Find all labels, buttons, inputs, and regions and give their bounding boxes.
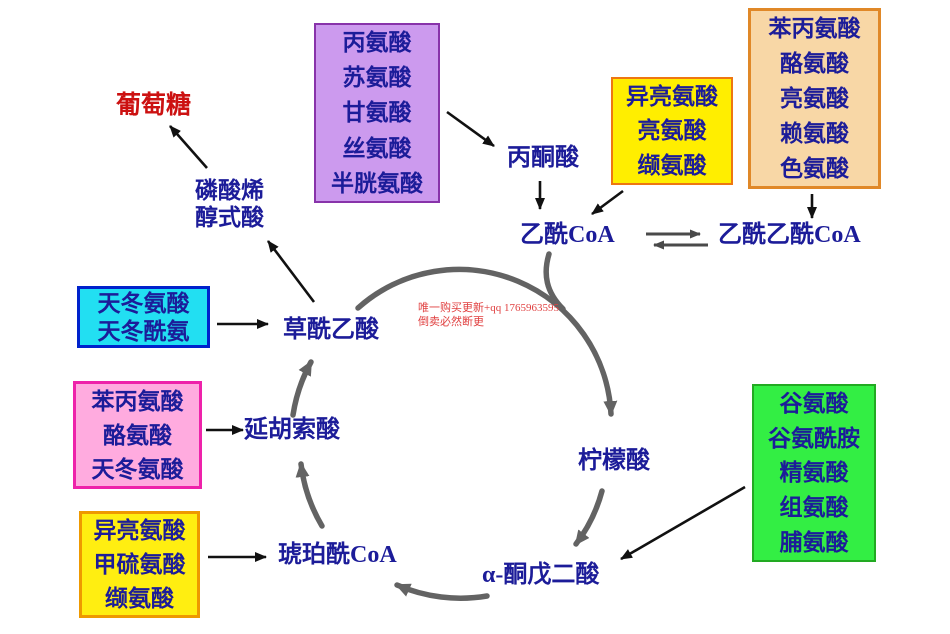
amino-box-fumarate-group: 苯丙氨酸 酪氨酸 天冬氨酸 <box>73 381 202 489</box>
amino-item: 苯丙氨酸 <box>91 388 184 414</box>
amino-box-acetylcoa-group: 异亮氨酸 亮氨酸 缬氨酸 <box>611 77 733 185</box>
cycle-arc-fumarate-to-oxaloacetate <box>290 359 314 418</box>
node-pep-line1: 磷酸烯 <box>195 178 264 203</box>
cycle-branch-acetylcoa <box>543 251 566 312</box>
node-pep: 磷酸烯 醇式酸 <box>195 177 264 231</box>
node-pyruvate: 丙酮酸 <box>507 145 579 171</box>
node-fumarate: 延胡索酸 <box>244 417 340 443</box>
amino-item: 苏氨酸 <box>342 65 412 91</box>
amino-box-succinylcoa-group: 异亮氨酸 甲硫氨酸 缬氨酸 <box>79 511 200 618</box>
node-acetyl-coa: 乙酰CoA <box>520 222 615 248</box>
amino-item: 天冬酰氨 <box>97 318 190 344</box>
watermark-line2: 倒卖必然断更 <box>418 316 484 328</box>
reaction-arrows <box>169 110 817 562</box>
amino-item: 丙氨酸 <box>342 30 412 56</box>
node-glucose: 葡萄糖 <box>116 92 192 119</box>
amino-box-pyruvate-group: 丙氨酸 苏氨酸 甘氨酸 丝氨酸 半胱氨酸 <box>314 23 440 203</box>
amino-item: 丝氨酸 <box>342 135 412 161</box>
amino-item: 亮氨酸 <box>780 86 849 111</box>
amino-item: 苯丙氨酸 <box>768 16 861 41</box>
amino-item: 色氨酸 <box>780 156 849 181</box>
amino-item: 酪氨酸 <box>780 51 849 76</box>
amino-item: 缬氨酸 <box>105 585 174 611</box>
amino-box-oxaloacetate-group: 天冬氨酸 天冬酰氨 <box>77 286 210 348</box>
amino-item: 组氨酸 <box>779 495 849 521</box>
amino-item: 谷氨酸 <box>779 390 849 416</box>
cycle-arc-oxaloacetate-to-citrate <box>355 266 618 417</box>
tca-cycle-circle <box>290 251 618 601</box>
cycle-arc-succinylcoa-to-fumarate <box>295 461 325 529</box>
node-pep-line2: 醇式酸 <box>195 205 264 230</box>
arrow-aminobox-to-pyruvate <box>446 110 495 148</box>
amino-item: 亮氨酸 <box>637 118 707 144</box>
watermark-line1: 唯一购买更新+qq 1765963595 <box>418 302 559 314</box>
node-succinyl-coa: 琥珀酰CoA <box>278 542 397 568</box>
amino-item: 缬氨酸 <box>637 153 707 179</box>
node-alpha-ketoglutarate: α-酮戊二酸 <box>482 562 600 588</box>
amino-item: 甲硫氨酸 <box>93 551 186 577</box>
amino-item: 异亮氨酸 <box>93 518 186 544</box>
amino-item: 异亮氨酸 <box>626 83 718 109</box>
amino-item: 脯氨酸 <box>779 530 849 556</box>
amino-box-ketoglutarate-group: 谷氨酸 谷氨酰胺 精氨酸 组氨酸 脯氨酸 <box>752 384 876 562</box>
amino-item: 赖氨酸 <box>780 121 849 146</box>
amino-item: 天冬氨酸 <box>97 290 190 316</box>
amino-item: 半胱氨酸 <box>331 170 423 196</box>
node-oxaloacetate: 草酰乙酸 <box>283 317 379 343</box>
amino-item: 酪氨酸 <box>103 422 172 448</box>
node-citrate: 柠檬酸 <box>578 448 650 474</box>
cycle-arc-ketoglutarate-to-succinylcoa <box>394 582 490 601</box>
arrow-oxaloacetate-to-pep <box>266 240 316 303</box>
arrow-pep-to-glucose <box>169 125 208 169</box>
arrow-aminobox-to-acetylcoa <box>591 189 624 216</box>
amino-item: 精氨酸 <box>779 460 849 486</box>
amino-item: 甘氨酸 <box>342 100 412 126</box>
cycle-arc-citrate-to-ketoglutarate <box>573 488 605 547</box>
arrow-aminobox-to-ketoglutarate <box>620 485 746 561</box>
equilibrium-arrows <box>646 229 708 250</box>
amino-item: 谷氨酰胺 <box>768 425 860 451</box>
amino-item: 天冬氨酸 <box>91 456 184 482</box>
watermark-text: 唯一购买更新+qq 1765963595 倒卖必然断更 <box>418 301 559 329</box>
node-acetoacetyl-coa: 乙酰乙酰CoA <box>718 222 861 248</box>
amino-box-acetoacetylcoa-group: 苯丙氨酸 酪氨酸 亮氨酸 赖氨酸 色氨酸 <box>748 8 881 189</box>
